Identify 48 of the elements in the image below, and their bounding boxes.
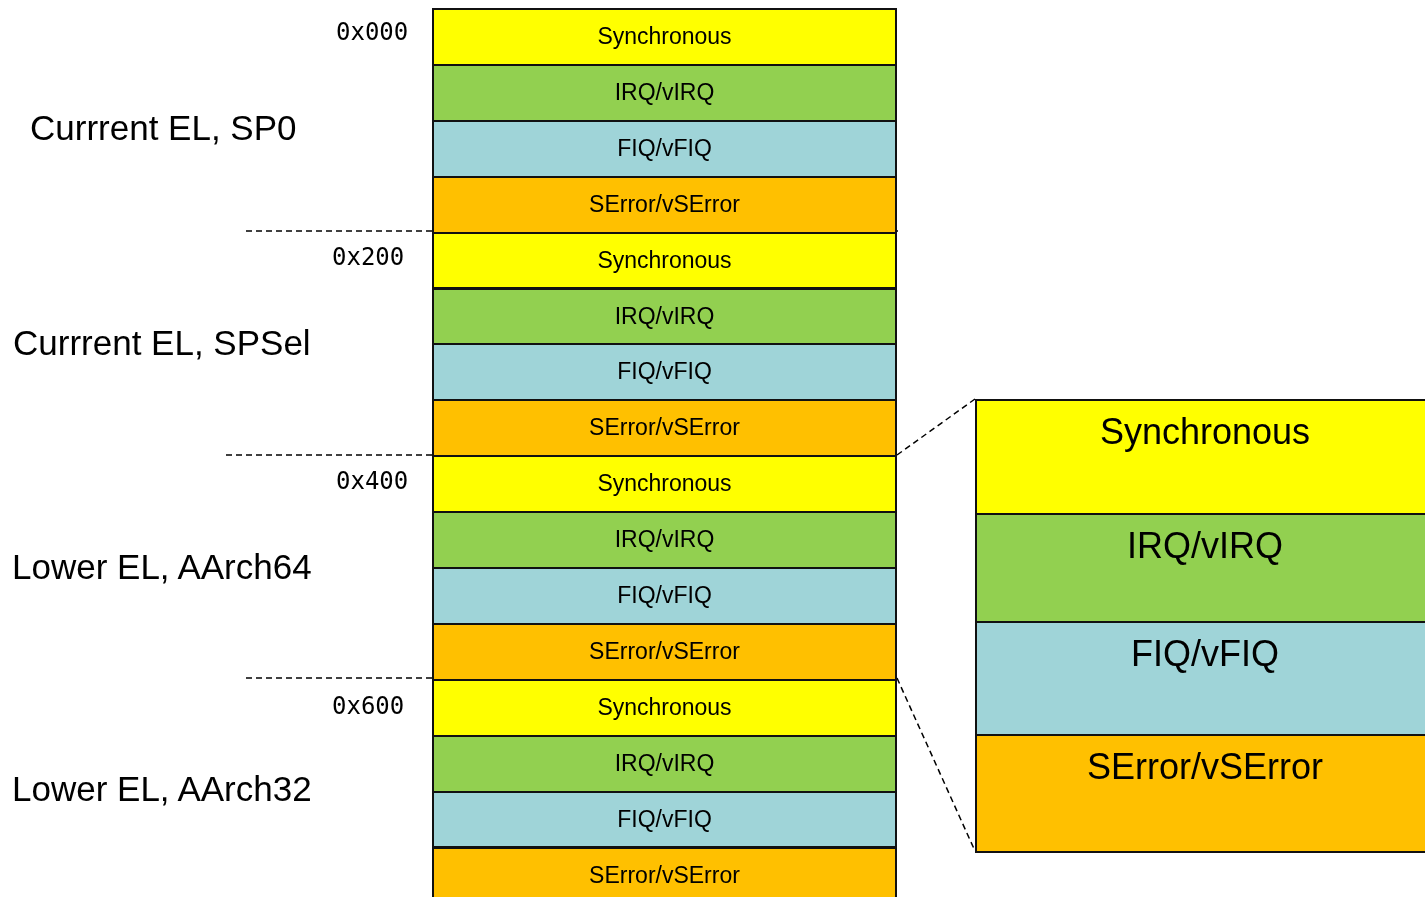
entry-label: IRQ/vIRQ: [614, 77, 715, 107]
entry-label: Synchronous: [597, 245, 732, 275]
region-label: Lower EL, AArch64: [12, 547, 312, 587]
entry-label: FIQ/vFIQ: [617, 357, 712, 387]
address-label: 0x200: [332, 243, 405, 271]
vector-table-entry: [432, 790, 897, 849]
entry-label: IRQ/vIRQ: [1127, 525, 1283, 567]
entry-label: Synchronous: [597, 692, 732, 722]
entry-label: IRQ/vIRQ: [614, 301, 715, 331]
entry-label: FIQ/vFIQ: [617, 581, 712, 610]
vector-table-entry: [432, 511, 897, 569]
vector-table-entry: [432, 63, 897, 122]
vector-table-entry: [432, 455, 897, 514]
region-label: Currrent EL, SP0: [30, 108, 297, 148]
entry-label: FIQ/vFIQ: [617, 133, 712, 163]
entry-label: SError/vSError: [589, 413, 740, 443]
vector-table-entry: [432, 846, 897, 897]
vector-table-entry: [432, 231, 897, 290]
vector-table-entry: [432, 678, 897, 737]
entry-label: SError/vSError: [589, 860, 740, 890]
address-label: 0x600: [332, 692, 405, 720]
region-label: Lower EL, AArch32: [12, 769, 312, 809]
address-label: 0x400: [336, 467, 409, 495]
vector-table-entry: [975, 513, 1425, 623]
vector-table-entry: [975, 621, 1425, 736]
entry-label: FIQ/vFIQ: [617, 804, 712, 834]
entry-label: Synchronous: [1099, 411, 1311, 453]
vector-table-entry: [432, 175, 897, 234]
entry-label: FIQ/vFIQ: [1131, 633, 1279, 675]
vector-table-entry: [432, 622, 897, 681]
vector-table-entry: [432, 119, 897, 178]
vector-table-entry: [432, 8, 897, 66]
entry-label: SError/vSError: [1087, 746, 1323, 788]
entry-label: IRQ/vIRQ: [614, 525, 715, 555]
vector-table-entry: [975, 734, 1425, 853]
vector-table-entry: [432, 287, 897, 346]
entry-label: SError/vSError: [589, 189, 740, 219]
entry-label: Synchronous: [597, 469, 732, 499]
entry-label: Synchronous: [597, 22, 732, 51]
entry-label: SError/vSError: [589, 636, 740, 666]
vector-table-entry: [432, 734, 897, 793]
vector-table-entry: [432, 343, 897, 402]
vector-table-entry: [432, 399, 897, 458]
vector-table-entry: [432, 567, 897, 625]
entry-label: IRQ/vIRQ: [614, 748, 715, 778]
address-label: 0x000: [336, 18, 409, 46]
region-label: Currrent EL, SPSel: [13, 323, 311, 363]
vector-table-entry: [975, 399, 1425, 515]
